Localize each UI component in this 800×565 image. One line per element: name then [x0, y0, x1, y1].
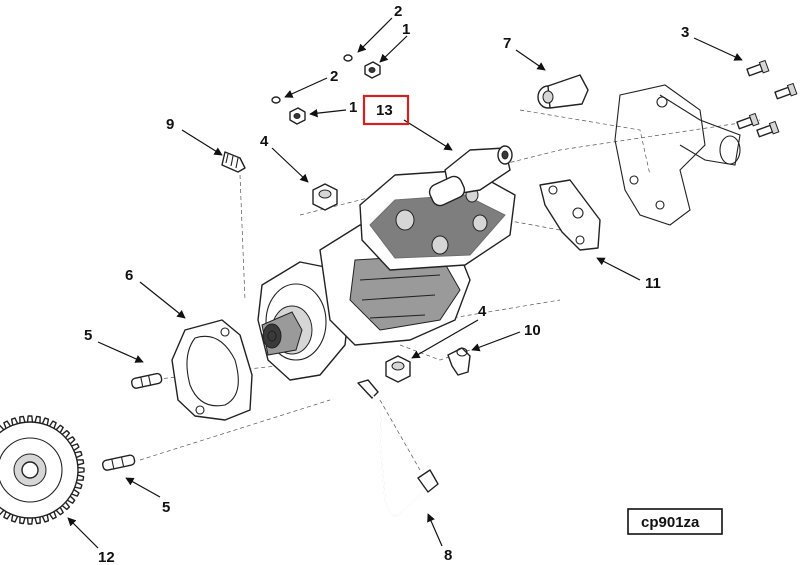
elbow-fitting-item-10 — [447, 347, 471, 376]
stud-item-5-upper — [131, 372, 163, 389]
leader-lines — [67, 17, 743, 549]
callout-12: 12 — [98, 549, 115, 565]
callout-1-upper: 1 — [402, 21, 410, 38]
callout-labels: 2 1 2 1 13 7 3 9 4 6 11 5 4 10 5 12 8 — [84, 3, 689, 565]
bolts-item-3 — [736, 59, 798, 138]
callout-5-lower: 5 — [162, 499, 170, 516]
nut-item-1-lower — [289, 107, 306, 125]
drawing-code-box: cp901za — [627, 508, 723, 535]
callout-4-upper: 4 — [260, 133, 269, 150]
callout-2-upper: 2 — [394, 3, 402, 20]
nut-item-4-upper — [312, 183, 338, 211]
washer-item-2-lower — [271, 96, 281, 104]
callout-2-lower: 2 — [330, 68, 338, 85]
gear-item-12 — [0, 415, 85, 525]
callout-7: 7 — [503, 35, 511, 52]
callout-5-upper: 5 — [84, 327, 92, 344]
fitting-item-7 — [537, 74, 589, 109]
callout-11: 11 — [645, 275, 661, 292]
highlight-box-13 — [362, 94, 410, 126]
fitting-item-9 — [221, 151, 246, 173]
callout-3: 3 — [681, 24, 689, 41]
callout-10: 10 — [524, 322, 541, 339]
gasket-item-11 — [539, 179, 601, 251]
nut-item-4-lower — [385, 355, 411, 383]
callout-6: 6 — [125, 267, 133, 284]
nut-item-1-upper — [364, 61, 381, 79]
callout-9: 9 — [166, 116, 174, 133]
fuel-line-item-8 — [357, 379, 439, 517]
washer-item-2-upper — [343, 54, 353, 62]
gasket-item-6 — [171, 319, 253, 421]
callout-1-lower: 1 — [349, 99, 357, 116]
callout-4-lower: 4 — [478, 303, 487, 320]
callout-13: 13 — [376, 102, 393, 119]
fuel-pump-item-13 — [257, 145, 516, 381]
stud-item-5-lower — [102, 454, 136, 471]
callout-8: 8 — [444, 547, 452, 564]
mounting-bracket — [614, 84, 741, 226]
drawing-code: cp901za — [641, 514, 700, 531]
